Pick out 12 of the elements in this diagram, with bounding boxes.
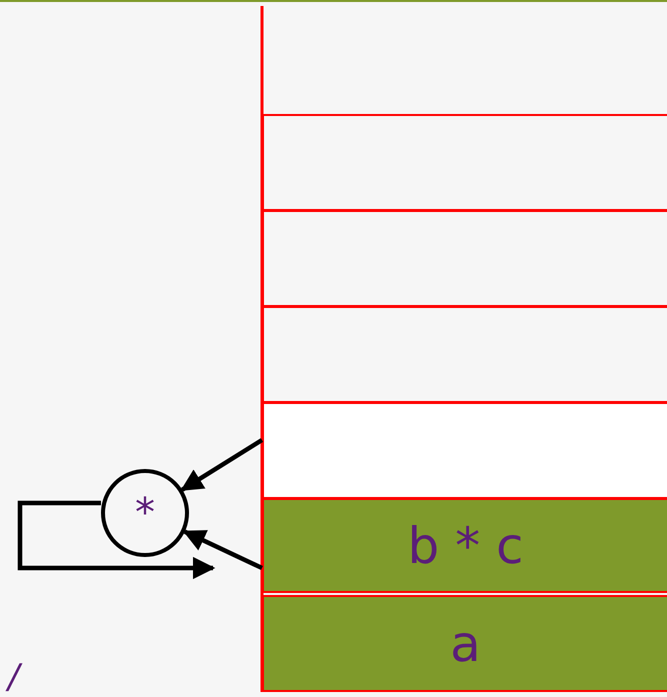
empty-stack-slot [262, 402, 667, 499]
arrow [180, 438, 264, 492]
stack-slot [262, 498, 667, 593]
operator-circle [101, 469, 189, 557]
empty-stack-slot [262, 114, 667, 211]
arrow [18, 500, 216, 580]
slot-value: a [450, 618, 481, 668]
slot-value: b * c [407, 520, 524, 570]
operator-symbol: * [135, 493, 155, 533]
arrow [182, 530, 263, 570]
empty-stack-slot [262, 210, 667, 307]
stack-slot [262, 595, 667, 692]
